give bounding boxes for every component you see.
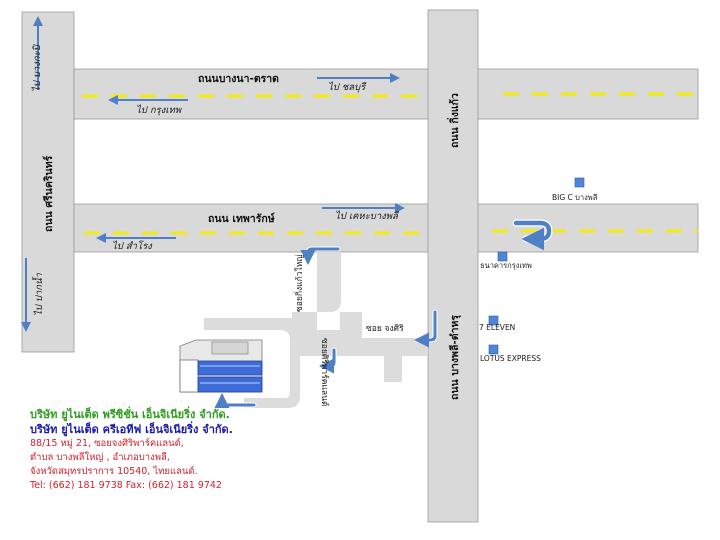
bangkok-bank-label: ธนาคารกรุงเทพ bbox=[480, 261, 532, 270]
seven-eleven-label: 7 ELEVEN bbox=[479, 323, 515, 332]
soi-ching-siri-label: ซอย จงศิริ bbox=[366, 324, 404, 334]
u-turn-icon bbox=[512, 219, 553, 251]
arrow-icon bbox=[414, 309, 438, 348]
address-line-2: ตำบล บางพลีใหญ่ , อำเภอบางพลี, bbox=[30, 452, 170, 463]
big-c-label: BIG C บางพลี bbox=[552, 193, 597, 202]
soi-network bbox=[204, 252, 428, 408]
soi-king-kaew-yai-road bbox=[292, 252, 341, 330]
poi-markers bbox=[488, 177, 585, 355]
road-king-kaew bbox=[427, 9, 479, 523]
srinakarin-south-direction: ไป ปากน้ำ bbox=[31, 273, 45, 316]
square-marker-icon bbox=[488, 344, 499, 355]
bangna-west-direction: ไป กรุงเทพ bbox=[136, 104, 182, 116]
company-name-1: บริษัท ยูไนเต็ด พรีซิชั่น เอ็นจิเนียริ่ง… bbox=[30, 408, 230, 421]
square-marker-icon bbox=[574, 177, 585, 188]
company-info: บริษัท ยูไนเต็ด พรีซิชั่น เอ็นจิเนียริ่ง… bbox=[30, 407, 360, 493]
square-marker-icon bbox=[497, 251, 508, 262]
address-line-1: 88/15 หมู่ 21, ซอยจงศิริพาร์คแลนด์, bbox=[30, 438, 184, 449]
theparak-east-direction: ไป เคหะบางพลี bbox=[335, 210, 400, 222]
srinakarin-north-direction: ไป บางกะปิ bbox=[31, 43, 43, 92]
king-kaew-name: ถนน กิ่งแก้ว bbox=[446, 93, 461, 148]
bangna-east-direction: ไป ชลบุรี bbox=[328, 81, 367, 93]
route-arrows bbox=[214, 219, 553, 408]
soi-sirin-park-road bbox=[300, 330, 346, 356]
bangna-trat-name: ถนนบางนา-ตราด bbox=[198, 73, 279, 85]
arrow-icon bbox=[319, 347, 337, 374]
bangphli-tamru-name: ถนน บางพลี-ตำหรุ bbox=[448, 315, 462, 400]
theparak-west-direction: ไป สำโรง bbox=[112, 240, 153, 252]
theparak-name: ถนน เทพารักษ์ bbox=[208, 212, 275, 225]
soi-east-link bbox=[362, 338, 402, 356]
arrow-icon bbox=[300, 246, 341, 265]
srinakarin-name: ถนน ศรีนครินทร์ bbox=[42, 155, 55, 232]
address-line-3: จังหวัดสมุทรปราการ 10540, ไทยแลนด์. bbox=[30, 466, 198, 477]
lotus-express-label: LOTUS EXPRESS bbox=[480, 354, 541, 363]
square-marker-icon bbox=[488, 315, 499, 326]
company-name-2: บริษัท ยูไนเต็ด ครีเอทีฟ เอ็นจิเนียริ่ง … bbox=[30, 423, 233, 436]
soi-sirin-park-label: ซอยศิริพาร์คแลนด์ bbox=[319, 338, 330, 406]
phone-fax: Tel: (662) 181 9738 Fax: (662) 181 9742 bbox=[30, 480, 222, 491]
factory-access-road bbox=[204, 318, 300, 408]
arrow-icon bbox=[214, 393, 257, 408]
road-theparak bbox=[73, 203, 699, 253]
soi-link bbox=[340, 312, 362, 356]
direction-arrows bbox=[21, 16, 405, 332]
road-srinakarin bbox=[21, 11, 75, 353]
factory-building-icon bbox=[179, 339, 263, 393]
soi-king-kaew-yai-label: ซอยกิ่งแก้วใหญ่ bbox=[293, 254, 305, 312]
